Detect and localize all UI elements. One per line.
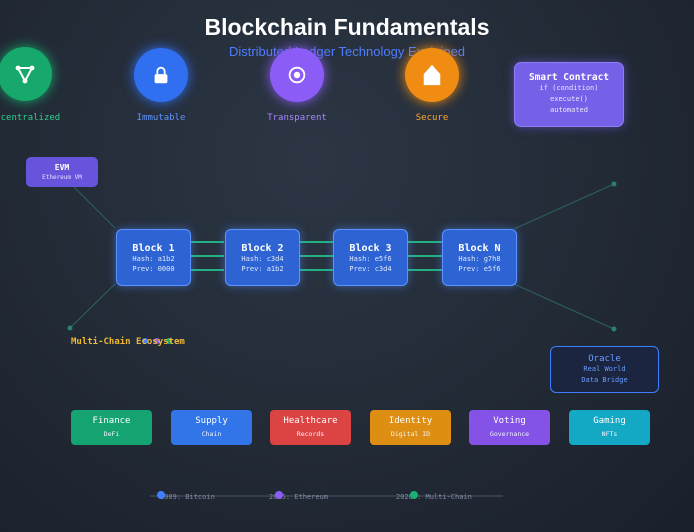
app-identity: Identity Digital ID xyxy=(370,410,451,445)
app-finance: Finance DeFi xyxy=(71,410,152,445)
page-title: Blockchain Fundamentals xyxy=(204,14,490,40)
block-n: Block N Hash: g7h8 Prev: e5f6 xyxy=(442,229,517,286)
timeline-label: 2020+: Multi-Chain xyxy=(396,493,472,501)
block-prev-hash: Prev: a1b2 xyxy=(241,265,284,273)
timeline-dot xyxy=(157,491,165,499)
block-hash: Hash: g7h8 xyxy=(458,255,501,263)
evm-title: EVM xyxy=(54,163,70,172)
feature-label: Transparent xyxy=(267,113,327,123)
app-gaming: Gaming NFTs xyxy=(569,410,650,445)
block-hash: Hash: e5f6 xyxy=(349,255,392,263)
shield-icon xyxy=(423,64,441,86)
lock-icon xyxy=(154,66,168,84)
oracle-line: Real World xyxy=(583,365,626,373)
app-healthcare: Healthcare Records xyxy=(270,410,351,445)
chain-dot xyxy=(166,338,172,344)
network-link-line xyxy=(69,182,116,229)
network-link-line xyxy=(513,183,615,230)
app-voting: Voting Governance xyxy=(469,410,550,445)
block-prev-hash: Prev: c3d4 xyxy=(349,265,392,273)
page-subtitle: Distributed Ledger Technology Explained xyxy=(228,44,466,59)
oracle-title: Oracle xyxy=(588,354,621,364)
app-subtitle: NFTs xyxy=(601,430,618,438)
app-title: Gaming xyxy=(593,416,626,426)
feature-immutable xyxy=(134,48,188,102)
smart-contract-box: Smart Contract if (condition) execute() … xyxy=(514,62,624,127)
smart-contract-line: automated xyxy=(550,106,588,114)
app-title: Finance xyxy=(92,416,131,426)
network-node xyxy=(67,325,73,331)
smart-contract-title: Smart Contract xyxy=(528,72,610,83)
smart-contract-line: execute() xyxy=(550,95,588,103)
chain-dot xyxy=(142,338,148,344)
chain-dot xyxy=(154,338,160,344)
block-title: Block N xyxy=(458,243,501,254)
block-title: Block 1 xyxy=(132,243,175,254)
oracle-line: Data Bridge xyxy=(581,376,628,384)
block-hash: Hash: c3d4 xyxy=(241,255,284,263)
block-prev-hash: Prev: 0000 xyxy=(132,265,175,273)
block-hash: Hash: a1b2 xyxy=(132,255,175,263)
network-link-line xyxy=(69,283,116,329)
feature-secure xyxy=(405,48,459,102)
multi-chain-label: Multi-Chain Ecosystem xyxy=(71,337,185,347)
app-subtitle: Governance xyxy=(489,430,530,438)
feature-label: Decentralized xyxy=(0,113,61,123)
feature-label: Secure xyxy=(415,113,449,123)
feature-decentralized xyxy=(0,47,52,101)
block-1: Block 1 Hash: a1b2 Prev: 0000 xyxy=(116,229,191,286)
oracle-box: Oracle Real World Data Bridge xyxy=(550,346,659,393)
smart-contract-line: if (condition) xyxy=(539,84,599,92)
evm-box: EVM Ethereum VM xyxy=(26,157,98,187)
app-subtitle: Chain xyxy=(201,430,222,438)
app-title: Voting xyxy=(493,416,526,426)
app-subtitle: Records xyxy=(296,430,325,438)
timeline-dot xyxy=(410,491,418,499)
evm-subtitle: Ethereum VM xyxy=(42,174,82,181)
block-title: Block 2 xyxy=(241,243,284,254)
app-title: Healthcare xyxy=(283,416,338,426)
network-node xyxy=(611,326,617,332)
network-node xyxy=(611,181,617,187)
app-title: Supply xyxy=(195,416,228,426)
block-2: Block 2 Hash: c3d4 Prev: a1b2 xyxy=(225,229,300,286)
network-link-line xyxy=(513,283,615,330)
timeline-label: 2015: Ethereum xyxy=(269,493,329,501)
feature-label: Immutable xyxy=(136,113,186,123)
eye-icon xyxy=(288,66,306,84)
app-subtitle: DeFi xyxy=(103,430,120,438)
timeline-label: 2009: Bitcoin xyxy=(160,493,215,501)
timeline-dot xyxy=(275,491,283,499)
network-icon xyxy=(15,65,35,84)
block-title: Block 3 xyxy=(349,243,392,254)
app-supply-chain: Supply Chain xyxy=(171,410,252,445)
feature-transparent xyxy=(270,48,324,102)
app-title: Identity xyxy=(388,416,433,426)
app-subtitle: Digital ID xyxy=(390,430,431,438)
block-prev-hash: Prev: e5f6 xyxy=(458,265,501,273)
block-3: Block 3 Hash: e5f6 Prev: c3d4 xyxy=(333,229,408,286)
